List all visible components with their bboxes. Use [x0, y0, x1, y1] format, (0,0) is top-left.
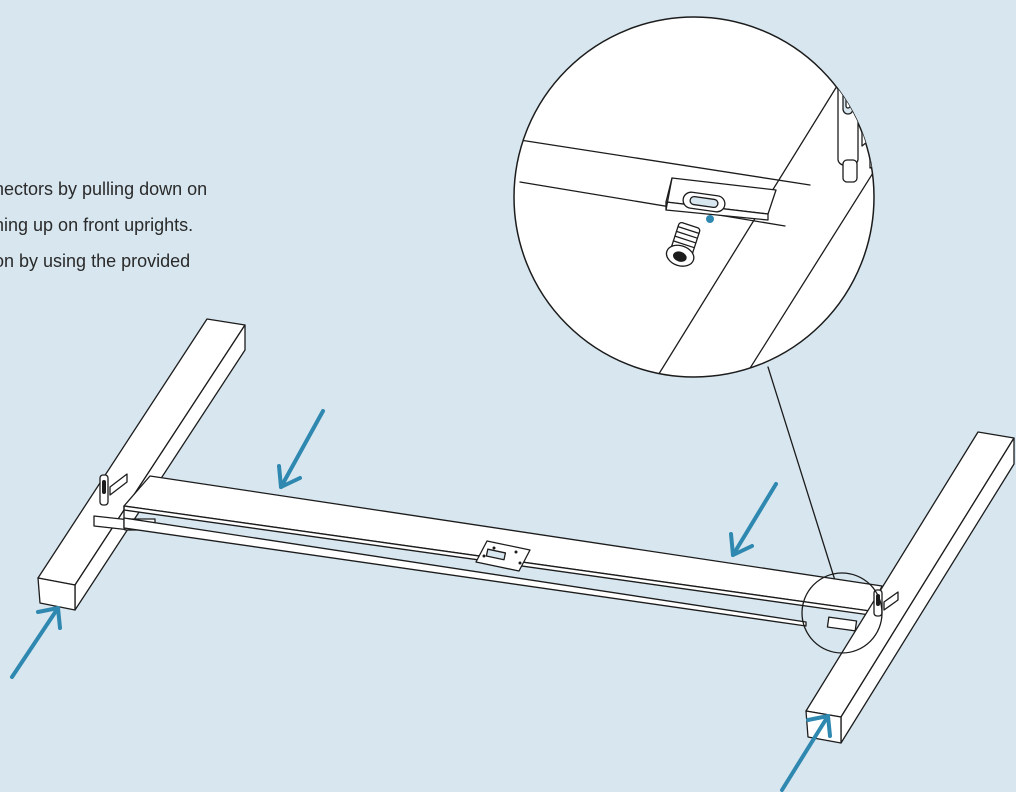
right-upright [805, 431, 1015, 744]
detail-magnifier [513, 16, 875, 378]
callout-leader-line [767, 366, 839, 591]
right-bracket [826, 589, 899, 632]
screw-icon [665, 215, 714, 267]
assembly-direction-arrow-1 [277, 409, 325, 489]
assembly-direction-arrow-4 [780, 714, 832, 792]
joint-callout-circle [801, 572, 883, 654]
instruction-line-1: nectors by pulling down on [0, 179, 208, 199]
assembly-direction-arrow-3 [10, 606, 62, 679]
left-upright [37, 318, 246, 611]
center-mount-plate [475, 540, 531, 572]
instruction-text: nectors by pulling down on hing up on fr… [0, 171, 374, 279]
assembly-direction-arrow-2 [729, 482, 778, 557]
instruction-line-2: hing up on front uprights. [0, 215, 194, 235]
instruction-line-3: on by using the provided [0, 251, 191, 271]
